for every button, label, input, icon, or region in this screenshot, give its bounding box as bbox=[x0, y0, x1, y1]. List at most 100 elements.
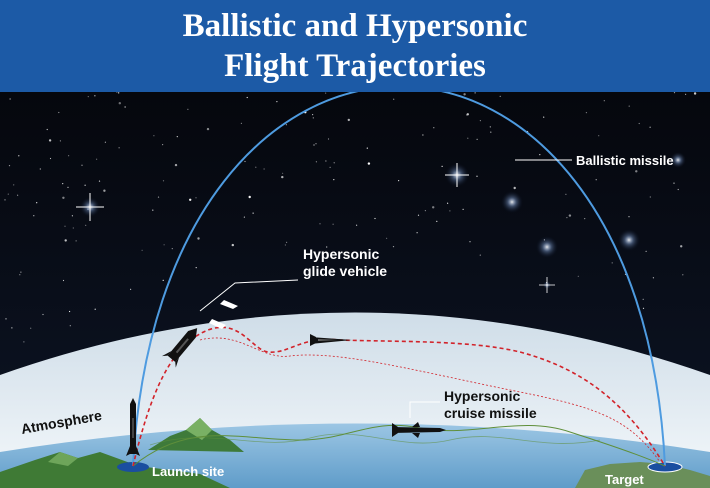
star-dot bbox=[463, 93, 466, 96]
star-icon bbox=[445, 163, 469, 187]
star-dot bbox=[565, 193, 567, 195]
star-dot bbox=[84, 184, 86, 186]
star-dot bbox=[48, 139, 52, 142]
star-dot bbox=[152, 209, 154, 211]
star-dot bbox=[118, 92, 120, 94]
star-dot bbox=[652, 277, 655, 279]
star-dot bbox=[476, 175, 478, 177]
star-dot bbox=[94, 308, 96, 310]
bright-stars bbox=[76, 152, 686, 293]
star-dot bbox=[649, 196, 651, 198]
glide-vehicle-label-line-1: Hypersonic bbox=[303, 246, 379, 262]
star-dot bbox=[539, 154, 541, 156]
star-dot bbox=[244, 160, 246, 163]
star-dot bbox=[329, 166, 331, 168]
star-dot bbox=[141, 249, 143, 251]
star-dot bbox=[584, 218, 586, 220]
glide-vehicle-label-line-2: glide vehicle bbox=[303, 263, 387, 279]
star-dot bbox=[30, 327, 32, 329]
star-dot bbox=[638, 122, 640, 125]
star-dot bbox=[162, 279, 164, 281]
star-dot bbox=[325, 160, 327, 162]
star-dot bbox=[189, 198, 192, 201]
star-dot bbox=[276, 101, 278, 103]
star-dot bbox=[64, 225, 66, 227]
star-dot bbox=[13, 184, 15, 186]
star-dot bbox=[474, 92, 476, 94]
star-dot bbox=[68, 155, 70, 157]
star-dot bbox=[680, 245, 683, 248]
star-dot bbox=[157, 196, 160, 198]
star-dot bbox=[398, 180, 400, 182]
star-dot bbox=[424, 210, 426, 212]
star-dot bbox=[248, 195, 251, 199]
star-dot bbox=[628, 105, 630, 107]
star-dot bbox=[7, 193, 9, 195]
star-dot bbox=[197, 237, 200, 240]
star-dot bbox=[252, 212, 254, 214]
star-dot bbox=[513, 186, 516, 190]
star-dot bbox=[466, 113, 469, 116]
star-dot bbox=[312, 114, 314, 116]
star-dot bbox=[263, 168, 265, 170]
title-line-1: Ballistic and Hypersonic bbox=[182, 8, 528, 44]
star-dot bbox=[333, 179, 335, 181]
star-dot bbox=[162, 144, 164, 146]
star-dot bbox=[130, 288, 132, 290]
star-dot bbox=[116, 92, 118, 93]
star-dot bbox=[673, 182, 675, 184]
star-dot bbox=[628, 216, 630, 218]
target-label: Target bbox=[605, 472, 644, 487]
star-dot bbox=[347, 118, 350, 122]
star-dot bbox=[645, 250, 647, 252]
ballistic-trajectory bbox=[132, 92, 666, 467]
star-icon bbox=[536, 236, 558, 258]
star-dot bbox=[673, 92, 676, 94]
star-dot bbox=[327, 138, 330, 140]
star-icon bbox=[76, 193, 104, 221]
star-dot bbox=[62, 196, 65, 199]
star-dot bbox=[11, 327, 13, 329]
star-dot bbox=[682, 274, 684, 276]
star-icon bbox=[670, 152, 686, 168]
star-dot bbox=[367, 162, 371, 165]
star-dot bbox=[386, 237, 388, 239]
star-dot bbox=[585, 112, 588, 114]
star-dot bbox=[660, 160, 662, 162]
glide-leader-line bbox=[199, 279, 299, 312]
star-dot bbox=[69, 310, 71, 313]
star-dot bbox=[87, 96, 89, 98]
star-dot bbox=[315, 143, 317, 145]
star-dot bbox=[98, 180, 101, 182]
star-dot bbox=[319, 223, 321, 225]
star-dot bbox=[59, 140, 62, 142]
star-dot bbox=[577, 275, 579, 277]
star-dot bbox=[422, 134, 424, 136]
star-dot bbox=[366, 147, 368, 149]
star-dot bbox=[19, 274, 21, 276]
star-dot bbox=[432, 206, 435, 209]
star-dot bbox=[69, 325, 71, 327]
star-dot bbox=[162, 180, 165, 182]
star-dot bbox=[46, 128, 48, 131]
star-dot bbox=[499, 95, 501, 97]
cruise-leader-line bbox=[409, 401, 440, 418]
star-dot bbox=[693, 92, 697, 95]
star-dot bbox=[326, 246, 328, 248]
star-dot bbox=[231, 243, 234, 247]
star-dot bbox=[255, 166, 257, 168]
star-dot bbox=[176, 136, 178, 138]
star-dot bbox=[75, 240, 77, 242]
star-dot bbox=[18, 155, 20, 157]
star-dot bbox=[64, 239, 67, 242]
star-dot bbox=[104, 141, 106, 143]
star-dot bbox=[489, 126, 491, 128]
star-dot bbox=[566, 217, 568, 219]
star-icon bbox=[618, 229, 640, 251]
star-dot bbox=[9, 98, 11, 100]
star-dot bbox=[649, 126, 651, 128]
star-dot bbox=[39, 168, 41, 170]
rocket-icon bbox=[126, 398, 140, 456]
star-dot bbox=[42, 313, 44, 316]
